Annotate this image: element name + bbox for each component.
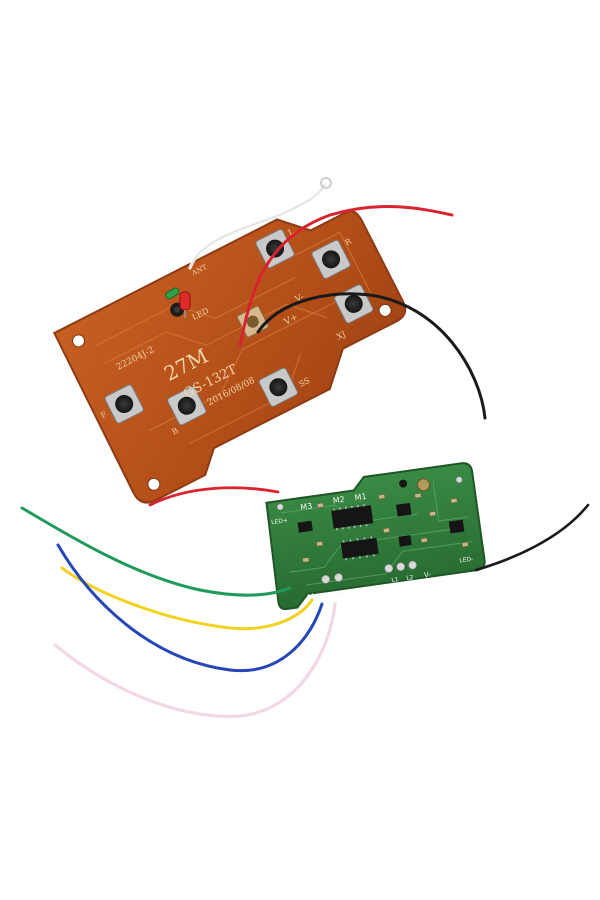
- button-ss: [258, 367, 298, 407]
- ic-chip: [331, 504, 374, 531]
- transistor: [398, 535, 412, 547]
- transistor: [395, 502, 412, 517]
- transmitter-black-wire: [256, 292, 487, 420]
- transmitter-board: 22204J-2 27M GS-132T 2016/08/08 LED V+ V…: [52, 210, 407, 504]
- inductor-coil: [416, 478, 430, 492]
- l1-label: L1: [391, 576, 399, 584]
- transmitter-red-wire: [238, 204, 454, 347]
- receiver-blue-wire: [56, 543, 324, 673]
- button-b: [167, 386, 207, 426]
- m3-label: M3: [300, 501, 313, 512]
- led-plus-label: LED+: [271, 517, 289, 526]
- xj-label: XJ: [335, 330, 347, 342]
- v-plus-label: V+: [307, 591, 320, 602]
- button-l: [255, 228, 295, 269]
- led-minus-label: LED-: [459, 556, 474, 565]
- v-minus-label: V-: [424, 571, 432, 580]
- ic-chip: [340, 536, 379, 561]
- l-label: L: [287, 227, 296, 238]
- l3-label: L3: [337, 590, 345, 598]
- mounting-hole: [147, 477, 161, 491]
- receiver-yellow-wire: [60, 566, 314, 631]
- receiver-board: M3 M2 M1 LED+ LED- V+ L3 L1 L2 V-: [265, 462, 486, 611]
- button-f: [104, 384, 144, 424]
- mounting-hole: [378, 303, 392, 317]
- receiver-black-wire: [474, 503, 590, 572]
- m2-label: M2: [332, 495, 345, 506]
- transistor: [448, 519, 465, 534]
- receiver-red-wire: [148, 486, 280, 507]
- m1-label: M1: [354, 492, 367, 503]
- transmitter-pcb: [52, 210, 407, 504]
- receiver-green-wire: [20, 506, 292, 597]
- receiver-pink-wire: [53, 602, 337, 718]
- ss-label: SS: [298, 376, 312, 389]
- l2-label: L2: [406, 574, 414, 582]
- transistor: [297, 520, 313, 533]
- b-label: B: [170, 426, 179, 437]
- wire-ring-terminal: [320, 177, 332, 189]
- red-led: [179, 291, 191, 318]
- button-r: [311, 239, 351, 279]
- f-label: F: [99, 410, 108, 421]
- sensor-dot: [399, 479, 408, 488]
- solder-pads: [276, 476, 463, 584]
- r-label: R: [343, 236, 353, 247]
- green-diode: [165, 287, 180, 300]
- smd-components: [302, 492, 469, 563]
- mounting-hole: [72, 334, 86, 348]
